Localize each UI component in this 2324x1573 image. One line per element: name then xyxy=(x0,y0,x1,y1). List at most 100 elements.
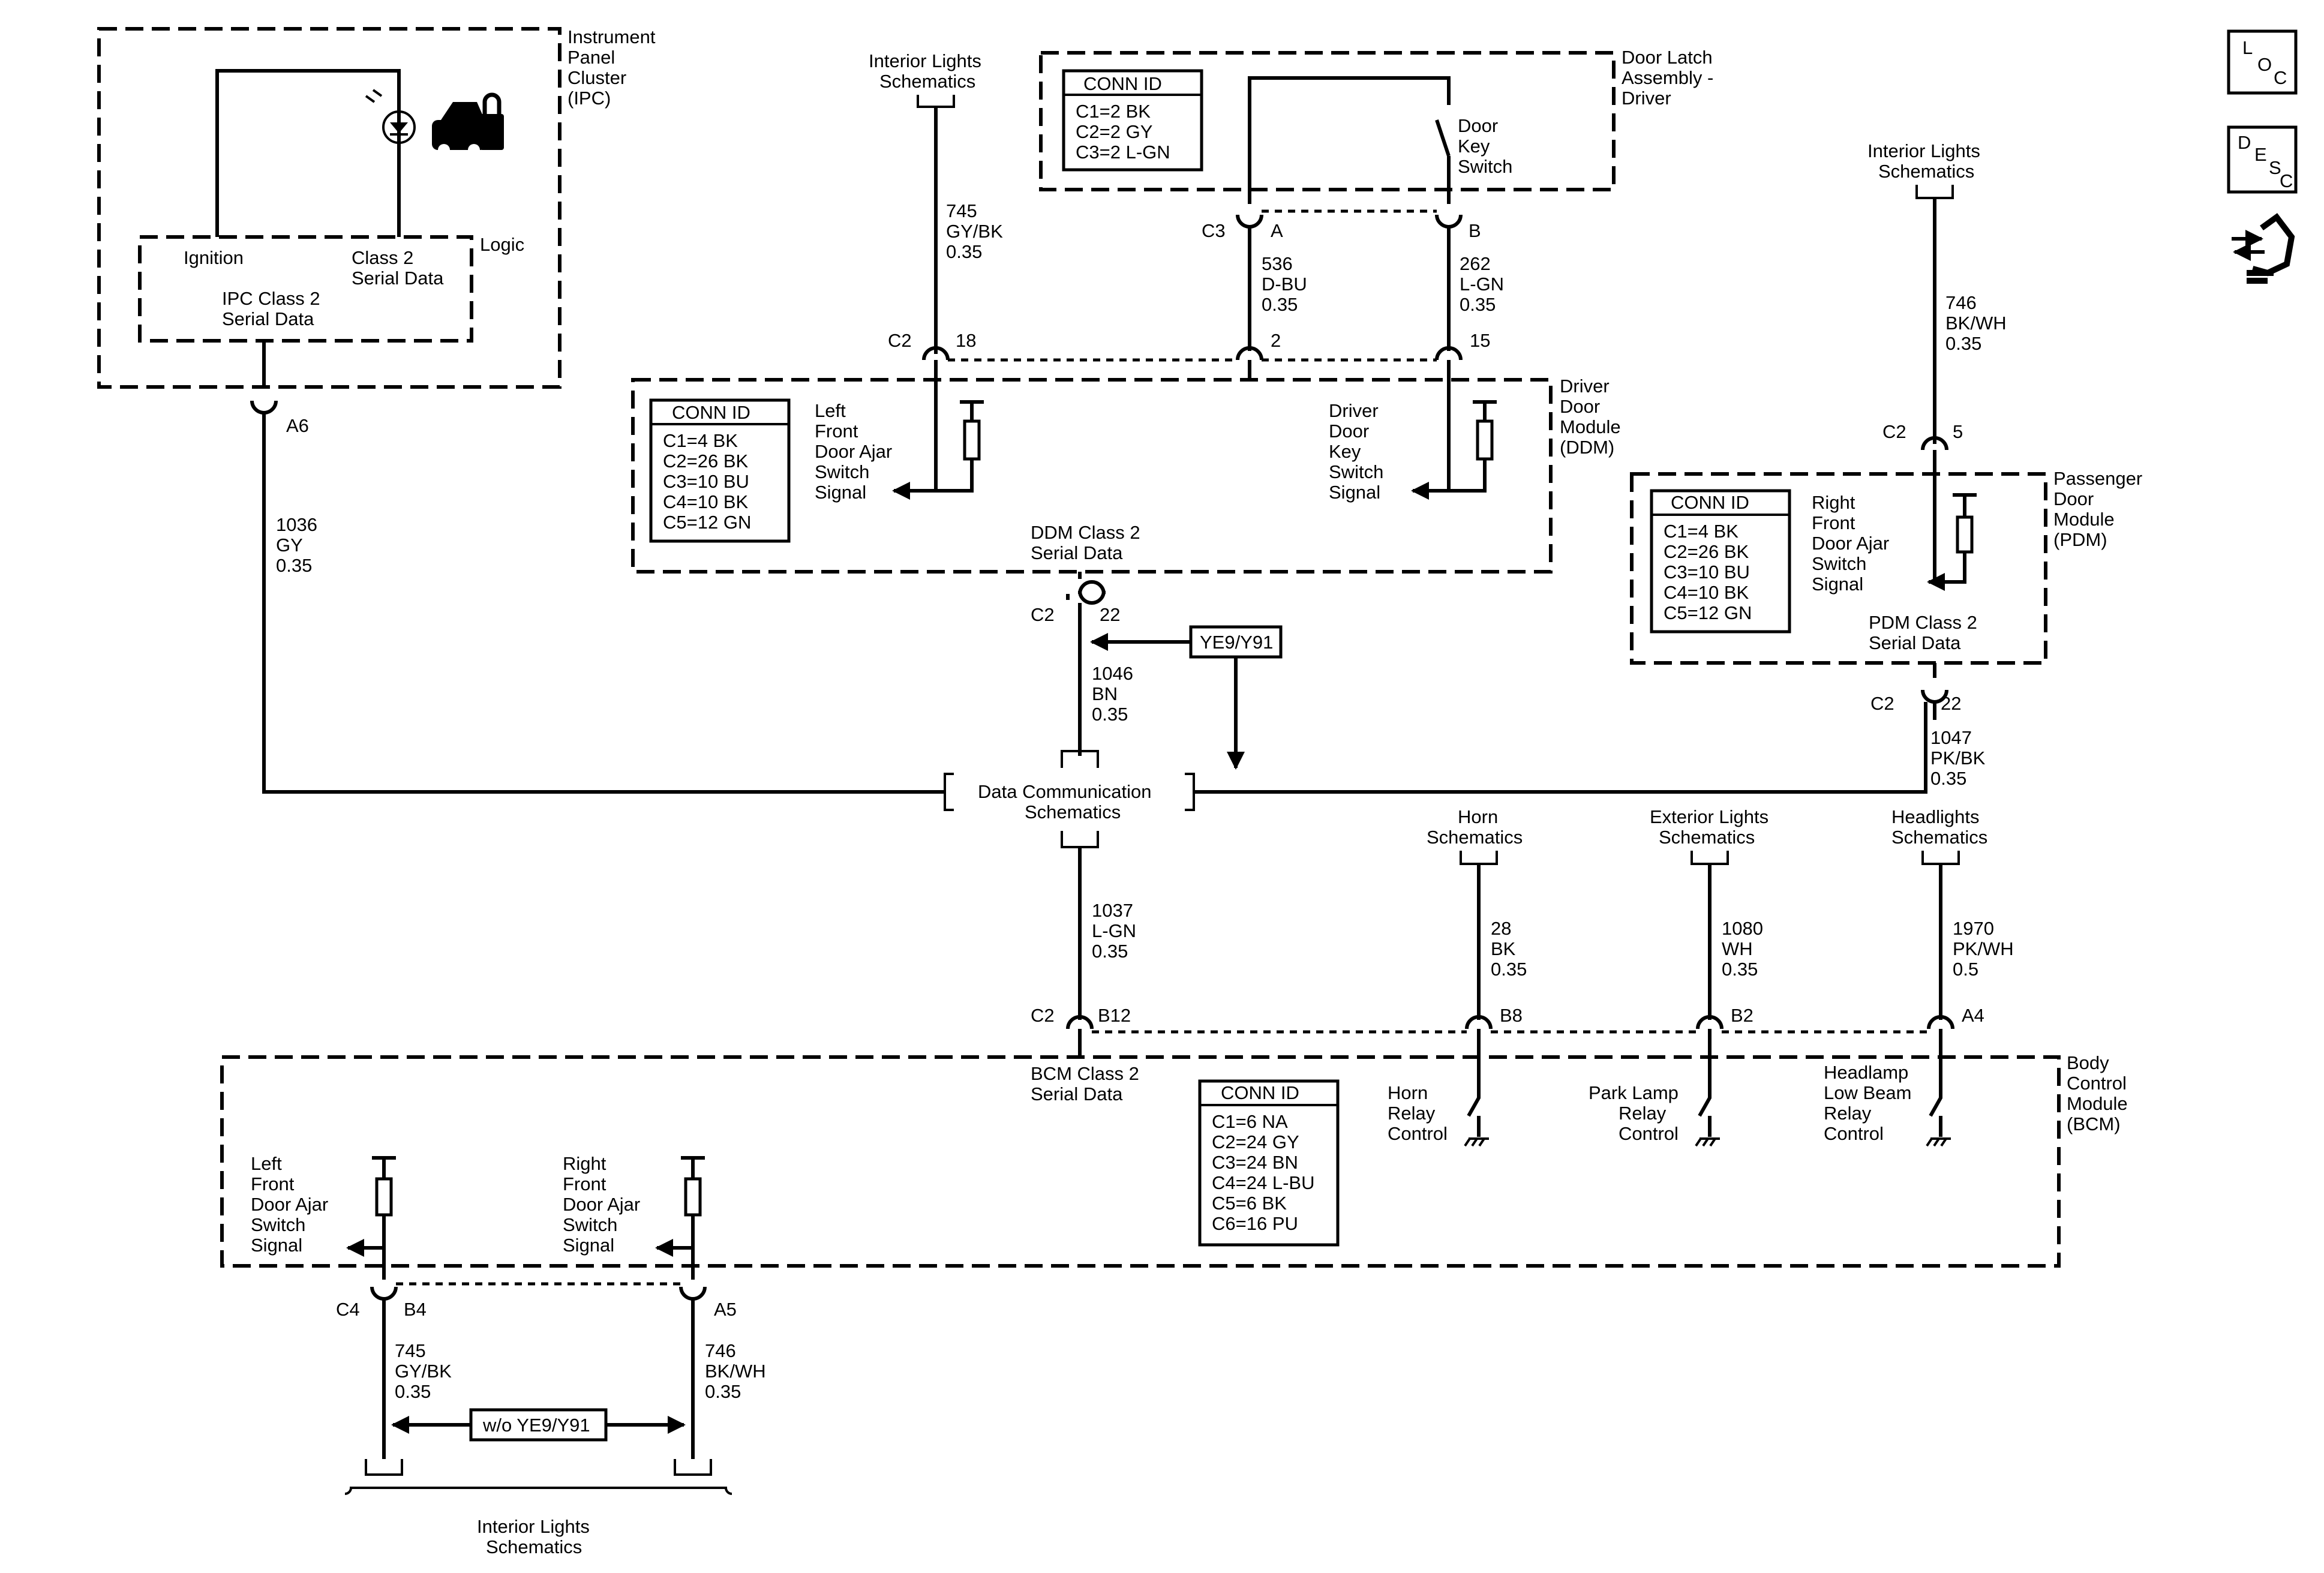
svg-text:Headlights: Headlights xyxy=(1891,806,1979,827)
svg-text:0.35: 0.35 xyxy=(1092,704,1128,725)
exterior-lights-ref[interactable]: Exterior Lights Schematics 1080 WH 0.35 xyxy=(1650,806,1768,1020)
svg-text:Switch: Switch xyxy=(1812,553,1866,574)
svg-text:B12: B12 xyxy=(1098,1005,1131,1026)
svg-text:746: 746 xyxy=(705,1340,736,1361)
svg-text:B: B xyxy=(1469,220,1481,241)
svg-text:Interior Lights: Interior Lights xyxy=(1867,140,1980,161)
svg-text:BN: BN xyxy=(1092,683,1118,704)
svg-text:B2: B2 xyxy=(1731,1005,1753,1026)
headlights-ref[interactable]: Headlights Schematics 1970 PK/WH 0.5 xyxy=(1891,806,2014,1020)
svg-text:Serial Data: Serial Data xyxy=(352,268,444,289)
ground-icon xyxy=(1926,1137,1951,1147)
door-latch-labels: Door Latch Assembly - Driver CONN ID C1=… xyxy=(1076,47,1713,315)
svg-text:Serial Data: Serial Data xyxy=(222,308,314,329)
connector-hand-icon[interactable] xyxy=(2232,213,2295,284)
svg-text:Switch: Switch xyxy=(1329,461,1383,482)
svg-text:C2=26 BK: C2=26 BK xyxy=(1664,541,1749,562)
svg-text:Schematics: Schematics xyxy=(1427,827,1523,848)
svg-text:PK/BK: PK/BK xyxy=(1930,748,1986,769)
svg-text:746: 746 xyxy=(1945,292,1977,313)
svg-text:745: 745 xyxy=(946,200,977,221)
svg-text:Door: Door xyxy=(1329,421,1369,442)
svg-text:Control: Control xyxy=(1388,1123,1448,1144)
svg-text:0.35: 0.35 xyxy=(1945,333,1981,354)
desc-button[interactable]: D E S C xyxy=(2227,125,2298,194)
svg-text:C5=12 GN: C5=12 GN xyxy=(1664,602,1752,623)
svg-text:O: O xyxy=(2257,54,2272,75)
svg-text:Left: Left xyxy=(815,400,846,421)
svg-text:0.35: 0.35 xyxy=(1262,294,1298,315)
svg-text:Interior Lights: Interior Lights xyxy=(477,1516,590,1537)
svg-text:Serial Data: Serial Data xyxy=(1031,542,1123,563)
svg-text:Schematics: Schematics xyxy=(879,71,975,92)
svg-text:Exterior Lights: Exterior Lights xyxy=(1650,806,1768,827)
svg-text:536: 536 xyxy=(1262,253,1293,274)
svg-text:C3=24 BN: C3=24 BN xyxy=(1212,1152,1298,1173)
svg-text:Door Ajar: Door Ajar xyxy=(1812,533,1889,554)
svg-text:Key: Key xyxy=(1329,441,1361,462)
lock-car-icon xyxy=(432,92,504,156)
svg-text:Signal: Signal xyxy=(815,482,866,503)
svg-text:Schematics: Schematics xyxy=(1659,827,1755,848)
svg-text:(IPC): (IPC) xyxy=(568,88,611,109)
svg-text:C2: C2 xyxy=(1870,693,1894,714)
svg-text:1080: 1080 xyxy=(1722,918,1763,939)
svg-text:PK/WH: PK/WH xyxy=(1953,938,2014,959)
svg-text:C4=10 BK: C4=10 BK xyxy=(1664,582,1749,603)
door-latch-assembly xyxy=(1039,51,1616,351)
svg-text:Switch: Switch xyxy=(251,1214,305,1235)
svg-text:1047: 1047 xyxy=(1930,727,1972,748)
svg-text:Switch: Switch xyxy=(1458,156,1512,177)
svg-text:S: S xyxy=(2269,157,2281,178)
horn-ref[interactable]: Horn Schematics 28 BK 0.35 xyxy=(1427,806,1527,1020)
svg-text:Switch: Switch xyxy=(563,1214,617,1235)
data-communication-ref[interactable]: Data Communication Schematics 1037 L-GN … xyxy=(944,705,1927,1020)
interior-lights-ref-top-right[interactable]: Interior Lights Schematics 746 BK/WH 0.3… xyxy=(1867,140,2007,444)
svg-text:1036: 1036 xyxy=(276,514,317,535)
svg-text:Signal: Signal xyxy=(1812,574,1863,595)
interior-lights-ref-bottom[interactable]: Interior Lights Schematics xyxy=(477,1516,590,1557)
svg-text:PDM Class 2: PDM Class 2 xyxy=(1869,612,1977,633)
svg-text:A5: A5 xyxy=(714,1299,737,1320)
svg-text:C2=2 GY: C2=2 GY xyxy=(1076,121,1152,142)
svg-text:Class 2: Class 2 xyxy=(352,247,413,268)
ground-icon xyxy=(1464,1137,1489,1147)
svg-text:Schematics: Schematics xyxy=(1025,801,1121,822)
ipc-module xyxy=(97,27,945,794)
svg-text:C1=4 BK: C1=4 BK xyxy=(663,430,738,451)
svg-text:Switch: Switch xyxy=(815,461,869,482)
svg-text:Ignition: Ignition xyxy=(184,247,244,268)
svg-text:Low Beam: Low Beam xyxy=(1824,1082,1911,1103)
svg-text:DDM Class 2: DDM Class 2 xyxy=(1031,522,1140,543)
svg-text:CONN ID: CONN ID xyxy=(672,402,750,423)
loc-button[interactable]: L O C xyxy=(2227,29,2298,95)
svg-text:(DDM): (DDM) xyxy=(1560,437,1614,458)
pdm-labels: Passenger Door Module (PDM) C2 5 CONN ID… xyxy=(1664,421,2142,789)
svg-text:C2: C2 xyxy=(1031,1005,1055,1026)
svg-text:262: 262 xyxy=(1460,253,1491,274)
svg-text:GY/BK: GY/BK xyxy=(946,221,1003,242)
pdm-module xyxy=(1630,436,2047,792)
ddm-labels: Driver Door Module (DDM) C2 18 2 15 CONN… xyxy=(663,330,1621,725)
svg-text:GY/BK: GY/BK xyxy=(395,1361,452,1382)
svg-text:5: 5 xyxy=(1953,421,1963,442)
svg-text:Front: Front xyxy=(251,1173,295,1194)
svg-text:Door: Door xyxy=(1560,396,1600,417)
svg-text:Module: Module xyxy=(1560,416,1621,437)
svg-text:0.35: 0.35 xyxy=(395,1381,431,1402)
interior-lights-ref-top-left[interactable]: Interior Lights Schematics 745 GY/BK 0.3… xyxy=(869,50,1003,354)
svg-text:0.35: 0.35 xyxy=(1722,959,1758,980)
svg-text:15: 15 xyxy=(1470,330,1490,351)
svg-text:L-GN: L-GN xyxy=(1092,920,1136,941)
svg-text:Driver: Driver xyxy=(1329,400,1379,421)
svg-text:Park Lamp: Park Lamp xyxy=(1589,1082,1679,1103)
svg-text:Door Ajar: Door Ajar xyxy=(563,1194,640,1215)
svg-text:745: 745 xyxy=(395,1340,426,1361)
svg-text:0.35: 0.35 xyxy=(1491,959,1527,980)
svg-text:0.35: 0.35 xyxy=(946,241,982,262)
svg-text:Horn: Horn xyxy=(1388,1082,1428,1103)
svg-text:C4=10 BK: C4=10 BK xyxy=(663,491,749,512)
svg-text:C: C xyxy=(2280,170,2293,191)
svg-text:Driver: Driver xyxy=(1560,376,1610,397)
